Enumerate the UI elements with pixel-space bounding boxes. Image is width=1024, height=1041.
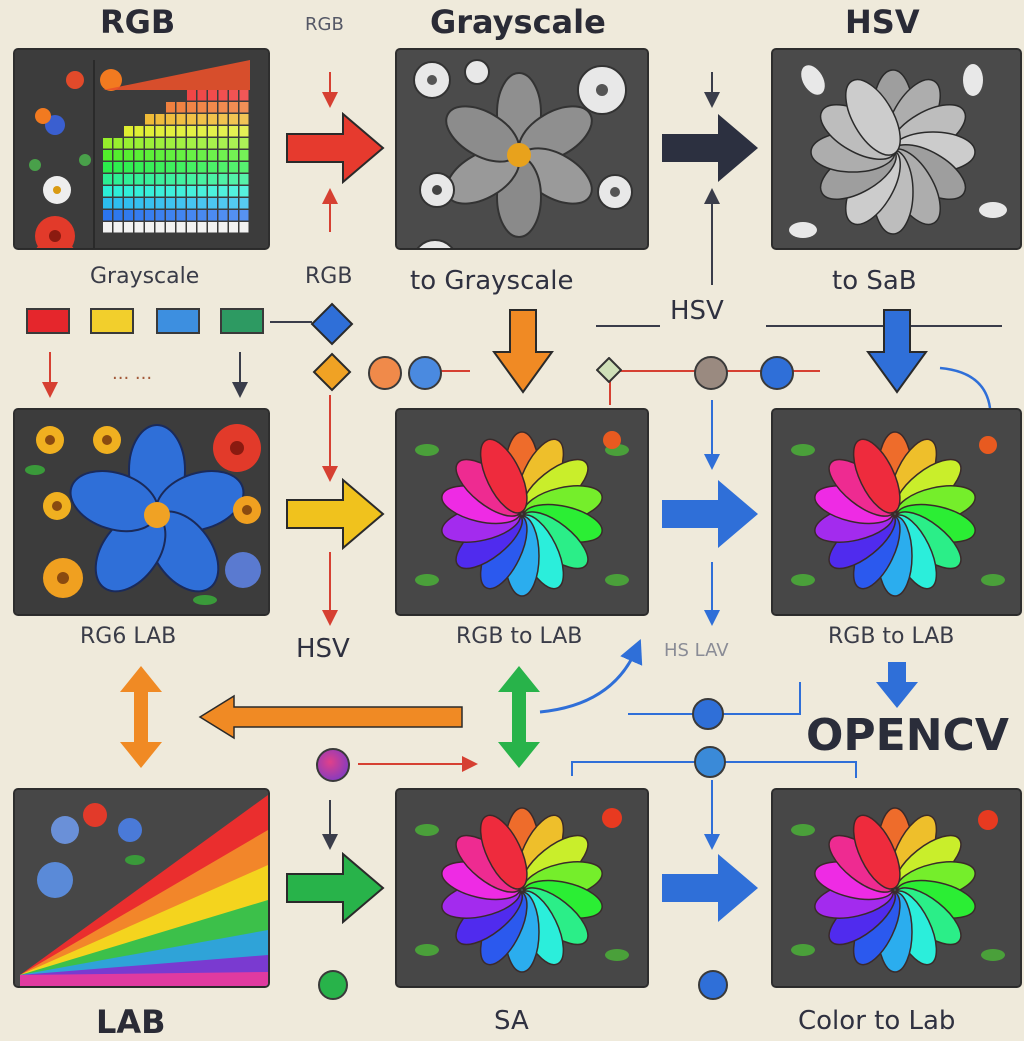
swatch-blue xyxy=(156,308,200,334)
label-opencv: OPENCV xyxy=(806,710,1009,761)
diamond-small xyxy=(595,356,623,384)
panel-grayscale-flower xyxy=(397,50,647,248)
header-rgb: RGB xyxy=(100,3,176,41)
circle-green xyxy=(318,970,348,1000)
label-color-to-lab: Color to Lab xyxy=(798,1006,956,1036)
curve-blue-right xyxy=(939,366,992,409)
lab-gradient-graphic xyxy=(15,790,268,986)
swatch-green xyxy=(220,308,264,334)
arrow-dark-right xyxy=(662,114,758,182)
label-hsv-row2: HSV xyxy=(296,634,350,664)
diamond-blue xyxy=(310,302,354,346)
arrow-orange-left xyxy=(198,694,463,740)
arrow-red-right xyxy=(286,112,385,184)
arrow-orange-down xyxy=(492,309,554,394)
hsv-flower-graphic xyxy=(773,50,1020,248)
label-sa: SA xyxy=(494,1006,529,1036)
rainbow-flower-graphic-2 xyxy=(773,410,1020,614)
arrow-green-updown xyxy=(498,666,540,768)
label-rgb-mid: RGB xyxy=(305,264,353,289)
rgb-grid-graphic xyxy=(15,50,268,248)
label-lab: LAB xyxy=(96,1003,166,1041)
grayscale-flower-graphic xyxy=(397,50,647,248)
rainbow-flower-graphic-4 xyxy=(773,790,1020,986)
label-rgb-to-lab: RGB to LAB xyxy=(456,624,583,649)
label-to-sab: to SaB xyxy=(832,266,917,296)
label-rg6-lab: RG6 LAB xyxy=(80,624,177,649)
arrow-yellow-right xyxy=(286,478,385,550)
label-grayscale: Grayscale xyxy=(90,264,200,289)
panel-rgb-grid xyxy=(15,50,268,248)
header-hsv: HSV xyxy=(845,3,920,41)
panel-rgb-to-lab-flower-right xyxy=(773,410,1020,614)
circle-blue-low xyxy=(694,746,726,778)
label-hsv-mid: HSV xyxy=(670,296,724,326)
circle-orange xyxy=(368,356,402,390)
blue-flower-graphic xyxy=(15,410,268,614)
arrow-blue-down-small xyxy=(876,662,918,708)
arrow-blue-down xyxy=(866,309,928,394)
label-rgb-to-lab-right: RGB to LAB xyxy=(828,624,955,649)
arrow-green-right xyxy=(286,852,385,924)
circle-gray xyxy=(694,356,728,390)
swatch-red xyxy=(26,308,70,334)
circle-blue xyxy=(408,356,442,390)
diamond-orange xyxy=(312,352,352,392)
label-to-grayscale: to Grayscale xyxy=(410,266,574,296)
panel-rgb-blue-flower xyxy=(15,410,268,614)
arrow-orange-updown xyxy=(120,666,162,768)
circle-blue-bottom xyxy=(698,970,728,1000)
panel-hsv-flower xyxy=(773,50,1020,248)
swatch-yellow xyxy=(90,308,134,334)
circle-magenta xyxy=(316,748,350,782)
panel-rgb-to-lab-flower xyxy=(397,410,647,614)
curve-blue-up xyxy=(539,639,643,714)
label-garbled: ··· ··· xyxy=(112,368,153,389)
circle-blue-right xyxy=(760,356,794,390)
header-grayscale: Grayscale xyxy=(430,3,606,41)
rainbow-flower-graphic-3 xyxy=(397,790,647,986)
blue-line-mid xyxy=(628,682,801,715)
rainbow-flower-graphic-1 xyxy=(397,410,647,614)
arrow-blue-right xyxy=(662,480,758,548)
header-rgb-small: RGB xyxy=(305,14,344,35)
panel-lab-gradient xyxy=(15,790,268,986)
panel-lab-flower xyxy=(397,790,647,986)
circle-blue-mid xyxy=(692,698,724,730)
label-hs-lav: HS LAV xyxy=(664,640,729,661)
arrow-blue-right-3 xyxy=(662,854,758,922)
panel-color-to-lab-flower xyxy=(773,790,1020,986)
